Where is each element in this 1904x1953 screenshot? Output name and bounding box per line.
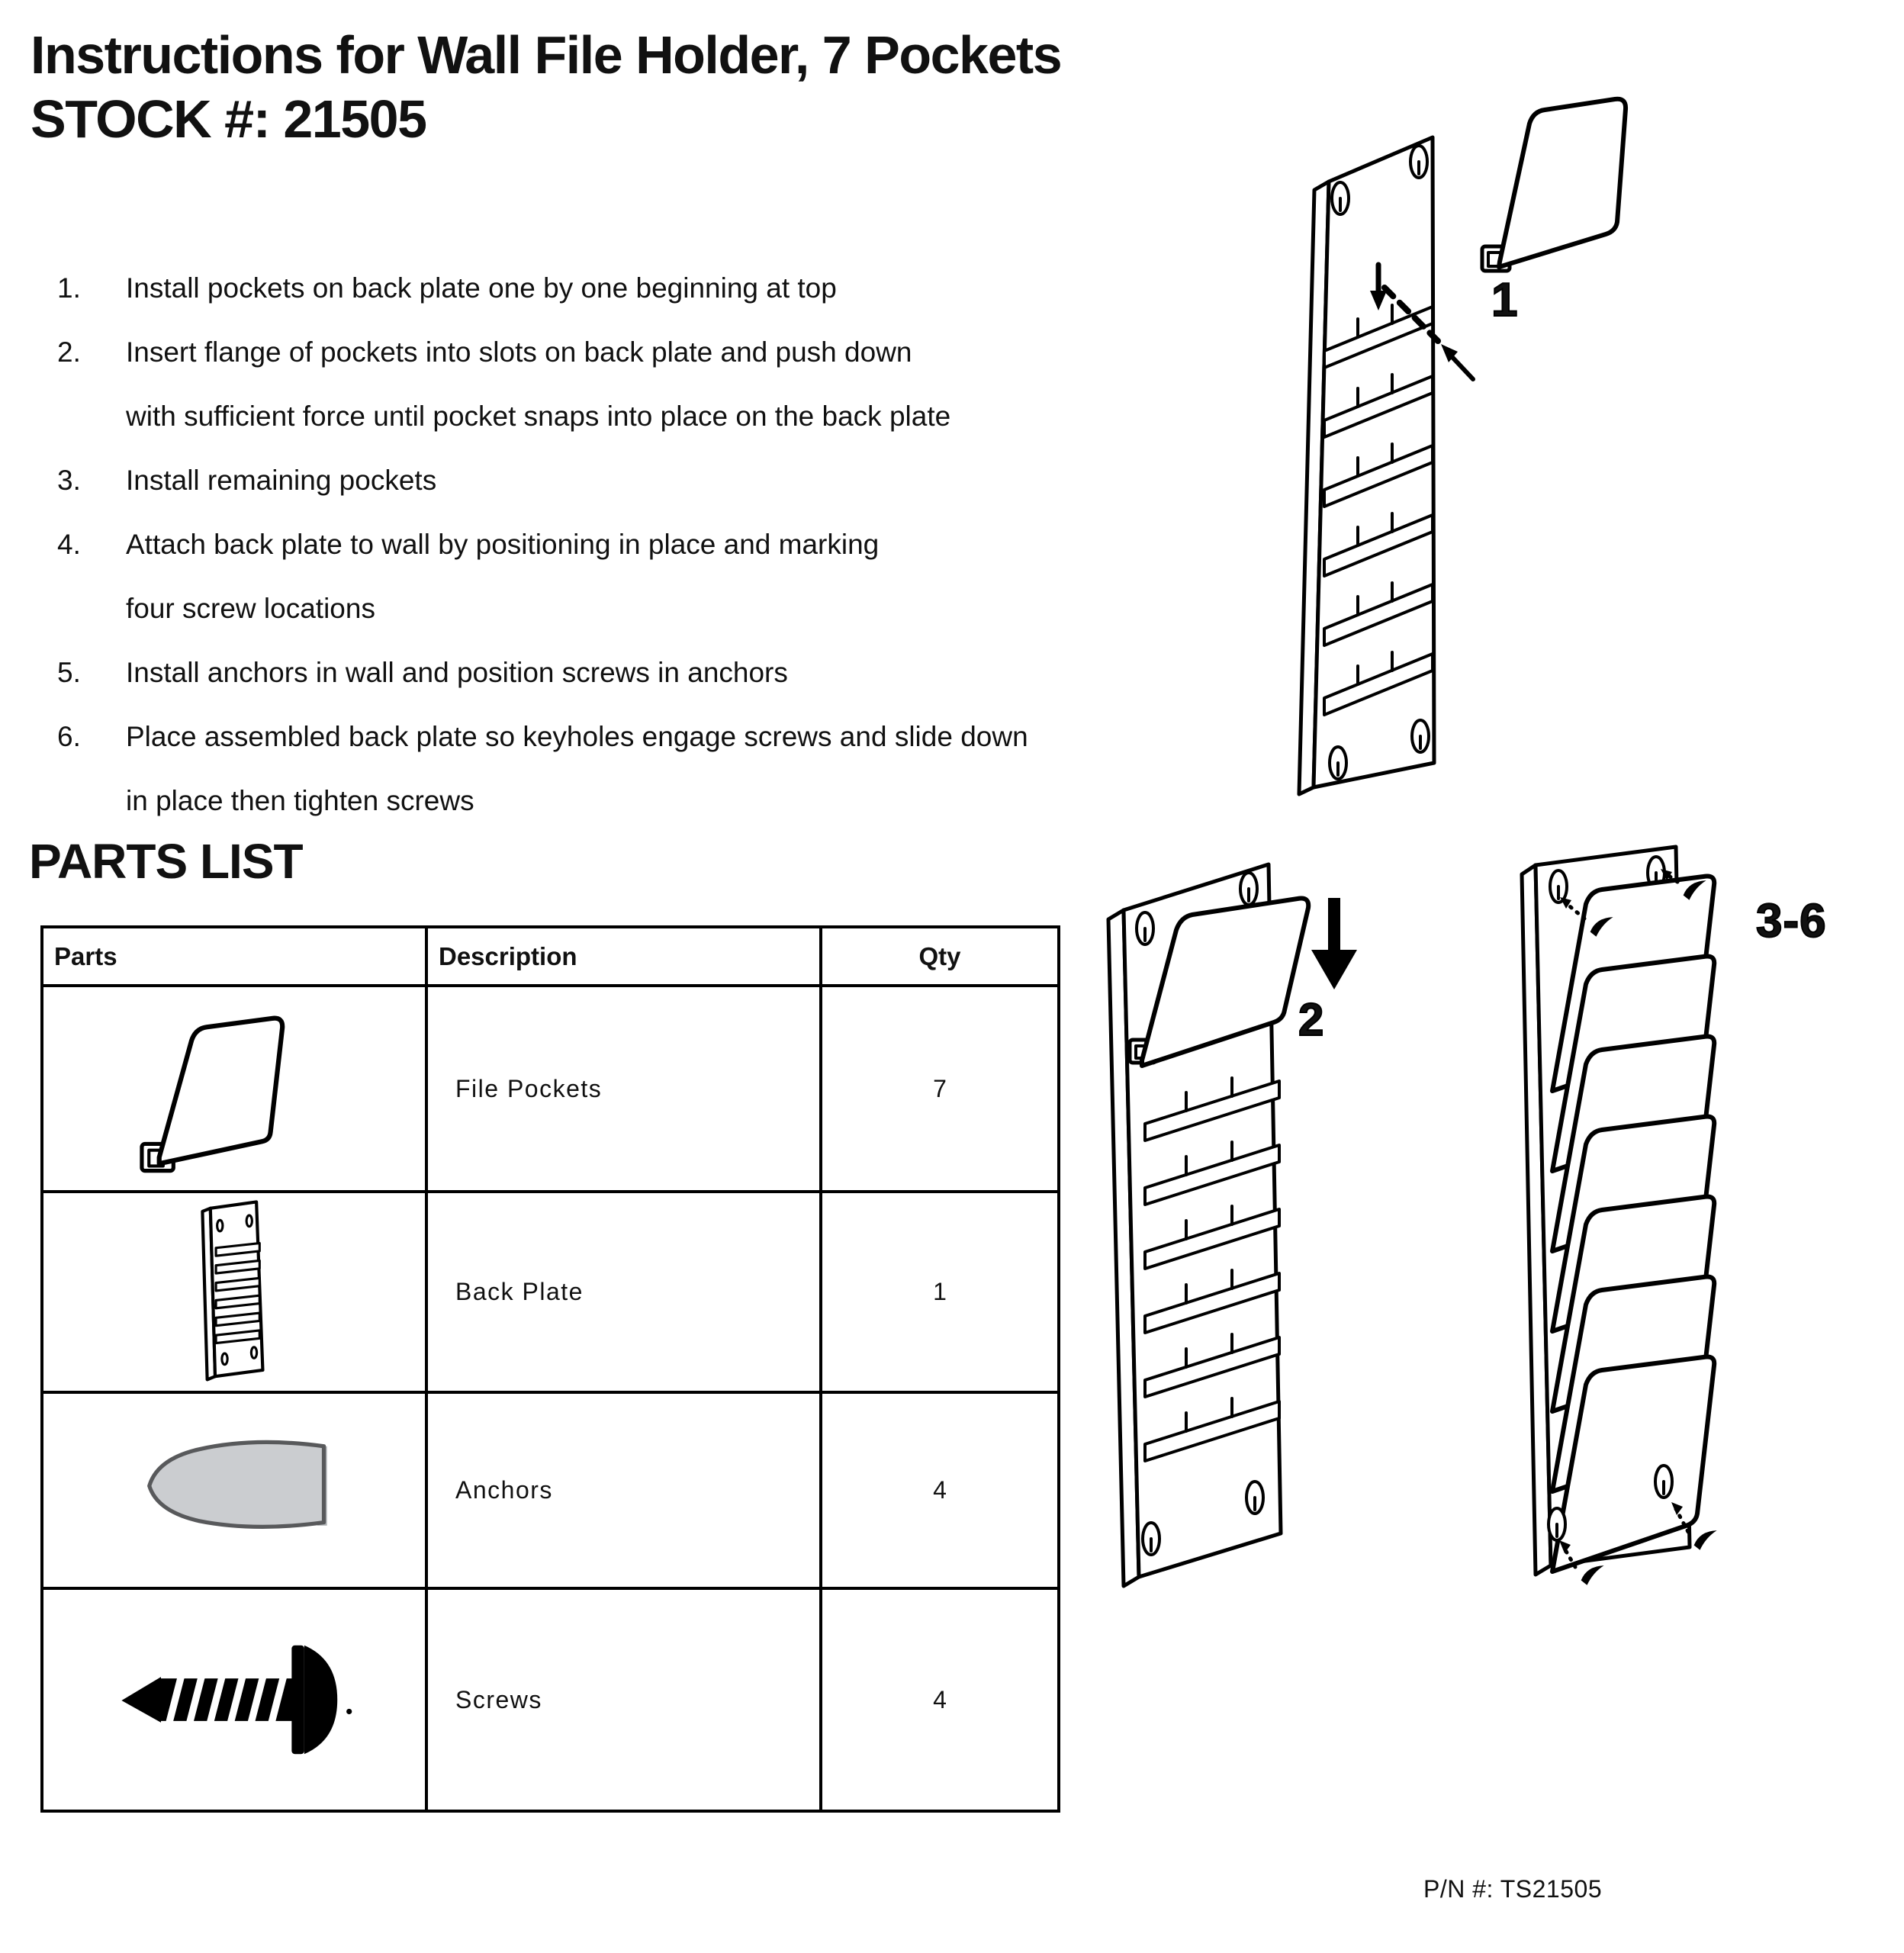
step-text: in place then tighten screws bbox=[126, 785, 474, 816]
step-number: 4. bbox=[57, 529, 81, 560]
step-text: Insert flange of pockets into slots on b… bbox=[126, 336, 912, 368]
instruction-step-6-cont: in place then tighten screws bbox=[57, 769, 1079, 833]
step-text: Install anchors in wall and position scr… bbox=[126, 657, 788, 688]
step-number: 6. bbox=[57, 721, 81, 752]
back-plate-icon bbox=[201, 1199, 265, 1381]
table-cell-description: Anchors bbox=[428, 1394, 822, 1590]
step2-assembly-diagram bbox=[1095, 843, 1377, 1610]
column-header-parts: Parts bbox=[43, 928, 428, 987]
table-cell-qty: 4 bbox=[933, 1685, 947, 1713]
step-text: Install remaining pockets bbox=[126, 465, 437, 496]
instruction-step-2-cont: with sufficient force until pocket snaps… bbox=[57, 384, 1079, 449]
instruction-step-5: 5. Install anchors in wall and position … bbox=[57, 641, 1079, 705]
step-text: four screw locations bbox=[126, 593, 375, 624]
instruction-list: 1. Install pockets on back plate one by … bbox=[57, 256, 1079, 833]
title-line-2: STOCK #: 21505 bbox=[31, 89, 427, 149]
table-cell-description: Screws bbox=[428, 1590, 822, 1810]
instruction-step-1: 1. Install pockets on back plate one by … bbox=[57, 256, 1079, 320]
table-cell-qty: 4 bbox=[822, 1394, 1057, 1590]
table-cell-qty: 1 bbox=[822, 1193, 1057, 1394]
page-title: Instructions for Wall File Holder, 7 Poc… bbox=[31, 23, 1063, 151]
step-number: 1. bbox=[57, 272, 81, 304]
step1-assembly-diagram bbox=[1285, 72, 1644, 809]
step-number: 2. bbox=[57, 336, 81, 368]
steps3to6-label: 3-6 bbox=[1755, 894, 1827, 948]
table-cell-description: File Pockets bbox=[428, 987, 822, 1193]
parts-table: Parts Description Qty File Pockets 7 bbox=[40, 925, 1060, 1813]
back-plate-and-pocket-drawing bbox=[1297, 96, 1629, 796]
step-text: Install pockets on back plate one by one… bbox=[126, 272, 837, 304]
file-pocket-icon bbox=[140, 1015, 285, 1173]
table-row-cell-part-image bbox=[43, 987, 428, 1193]
instruction-step-2: 2. Insert flange of pockets into slots o… bbox=[57, 320, 1079, 384]
screw-icon bbox=[121, 1645, 352, 1755]
table-row-cell-part-image bbox=[43, 1394, 428, 1590]
title-line-1: Instructions for Wall File Holder, 7 Poc… bbox=[31, 25, 1063, 85]
table-row-cell-part-image bbox=[43, 1590, 428, 1810]
table-row-cell-part-image bbox=[43, 1193, 428, 1394]
instruction-step-4: 4. Attach back plate to wall by position… bbox=[57, 513, 1079, 577]
part-number-footer: P/N #: TS21505 bbox=[1423, 1875, 1603, 1903]
instruction-step-3: 3. Install remaining pockets bbox=[57, 449, 1079, 513]
pocket-snap-drawing bbox=[1106, 862, 1357, 1588]
assembled-wall-file-drawing bbox=[1520, 845, 1717, 1585]
column-header-qty: Qty bbox=[822, 928, 1057, 987]
step-text: with sufficient force until pocket snaps… bbox=[126, 401, 951, 432]
table-cell-qty: 7 bbox=[822, 987, 1057, 1193]
table-cell-description: Back Plate bbox=[428, 1193, 822, 1394]
step-number: 3. bbox=[57, 465, 81, 496]
column-header-description: Description bbox=[428, 928, 822, 987]
steps3to6-assembly-diagram bbox=[1514, 839, 1751, 1614]
anchor-icon bbox=[147, 1440, 327, 1529]
instruction-step-4-cont: four screw locations bbox=[57, 577, 1079, 641]
step-text: Place assembled back plate so keyholes e… bbox=[126, 721, 1028, 752]
step-number: 5. bbox=[57, 657, 81, 688]
step1-label: 1 bbox=[1491, 273, 1519, 327]
step2-label: 2 bbox=[1298, 993, 1325, 1046]
parts-list-heading: PARTS LIST bbox=[29, 834, 304, 889]
step-text: Attach back plate to wall by positioning… bbox=[126, 529, 880, 560]
instruction-step-6: 6. Place assembled back plate so keyhole… bbox=[57, 705, 1079, 769]
mounting-screw-icons bbox=[1559, 869, 1717, 1585]
